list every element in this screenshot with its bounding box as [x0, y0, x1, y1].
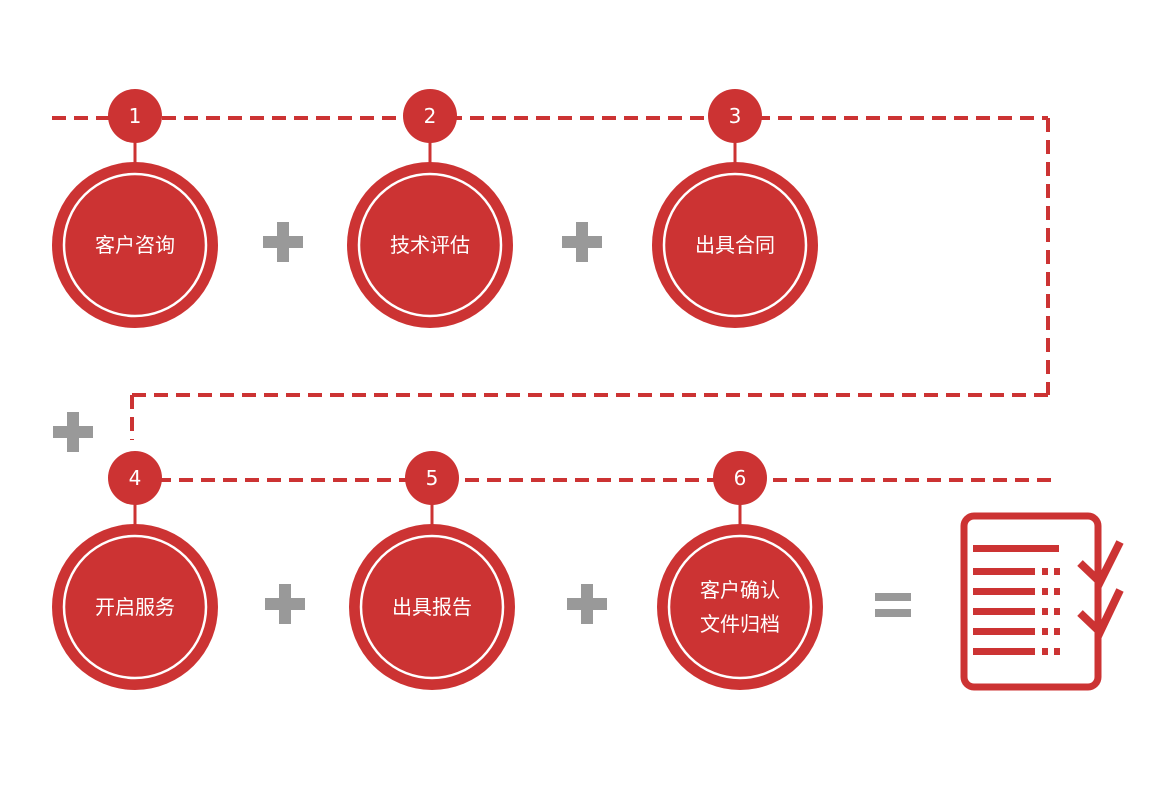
document-frame	[960, 512, 1102, 691]
step-circle-ring	[62, 534, 208, 680]
document-line	[973, 568, 1035, 575]
step-3: 3 出具合同	[652, 89, 818, 328]
step-label: 客户咨询	[95, 233, 175, 257]
step-number-badge	[108, 451, 162, 505]
step-number: 1	[129, 104, 142, 128]
step-circle-ring	[359, 534, 505, 680]
document-line	[973, 648, 1035, 655]
step-label: 文件归档	[700, 612, 780, 636]
step-4: 4 开启服务	[52, 451, 218, 690]
plus-icon	[567, 584, 607, 624]
step-circle-ring	[667, 534, 813, 680]
check-mark-icon	[1077, 540, 1124, 589]
step-circle-ring	[62, 172, 208, 318]
document-line	[973, 628, 1035, 635]
plus-icon	[53, 412, 93, 452]
step-circle-ring	[357, 172, 503, 318]
step-number: 3	[729, 104, 742, 128]
step-circle	[652, 162, 818, 328]
step-circle	[657, 524, 823, 690]
step-number-badge	[405, 451, 459, 505]
step-circle	[52, 524, 218, 690]
step-5: 5 出具报告	[349, 451, 515, 690]
step-label: 出具合同	[695, 233, 775, 257]
step-number: 2	[424, 104, 437, 128]
step-number: 4	[129, 466, 142, 490]
step-label: 技术评估	[390, 233, 470, 257]
checklist-document-icon	[960, 512, 1124, 691]
step-circle	[347, 162, 513, 328]
step-number: 5	[426, 466, 439, 490]
step-number-badge	[708, 89, 762, 143]
step-number-badge	[403, 89, 457, 143]
dashed-connector	[52, 116, 1052, 482]
plus-icon	[562, 222, 602, 262]
step-circle-ring	[662, 172, 808, 318]
step-label: 出具报告	[392, 595, 472, 619]
plus-icon	[265, 584, 305, 624]
document-dots	[1042, 568, 1060, 655]
step-1: 1 客户咨询	[52, 89, 218, 328]
check-mark-icon	[1077, 588, 1124, 639]
step-label: 客户确认	[700, 578, 780, 602]
document-line	[973, 588, 1035, 595]
step-number: 6	[734, 466, 747, 490]
step-label: 开启服务	[95, 595, 175, 619]
equals-icon	[875, 593, 911, 617]
plus-icon	[263, 222, 303, 262]
document-line	[973, 608, 1035, 615]
plus-layer	[53, 222, 607, 624]
document-line	[973, 545, 1059, 552]
step-number-badge	[713, 451, 767, 505]
step-circle	[52, 162, 218, 328]
step-2: 2 技术评估	[347, 89, 513, 328]
step-circle	[349, 524, 515, 690]
step-number-badge	[108, 89, 162, 143]
